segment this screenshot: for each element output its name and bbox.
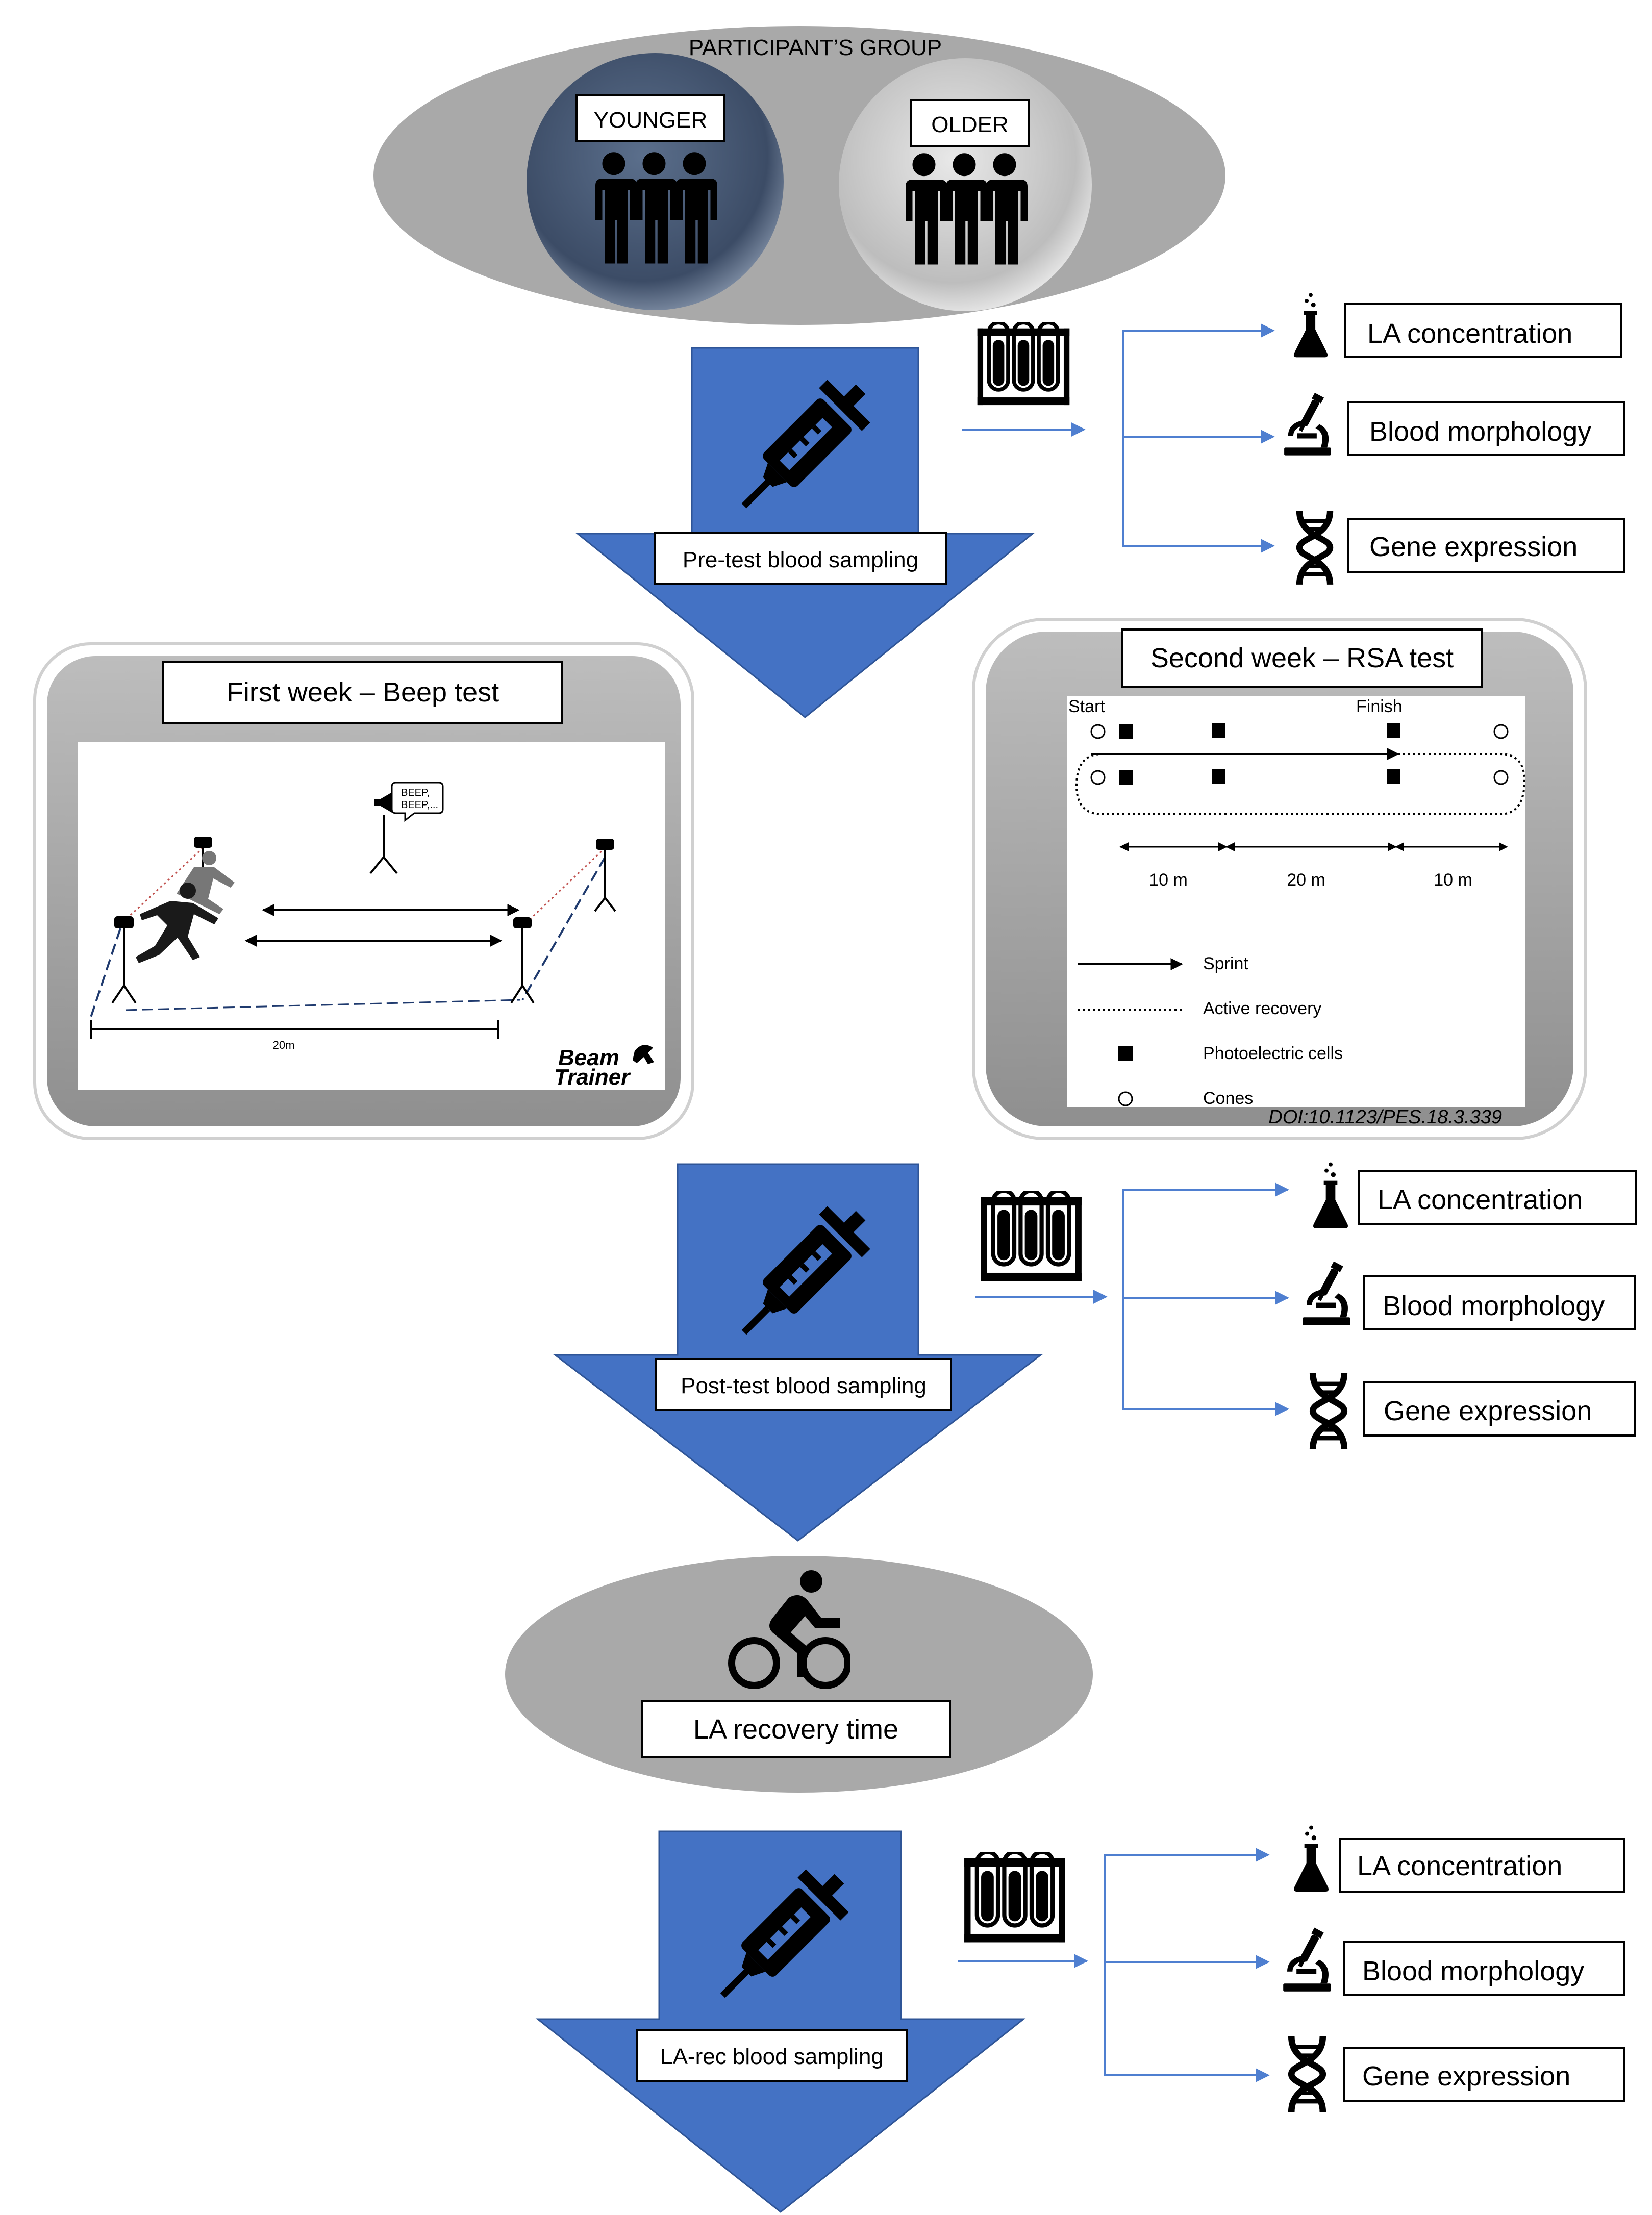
recovery-label-box	[641, 1700, 951, 1758]
la-rec-sampling: LA-rec blood sampling LA concentration B…	[535, 1825, 1625, 2213]
recovery-label: LA recovery time	[693, 1714, 898, 1745]
rsa-distances: 10 m 20 m 10 m	[1119, 842, 1508, 890]
rsa-distance-1: 10 m	[1149, 870, 1188, 890]
beep-speech-1: BEEP,	[401, 787, 430, 798]
outcome-box	[1358, 1170, 1637, 1225]
test-tubes-icon	[981, 1191, 1082, 1281]
la-rec-label-box	[636, 2029, 908, 2082]
beep-speech-2: BEEP,...	[401, 799, 438, 811]
outcome-box	[1347, 401, 1625, 456]
logo-line-2: Trainer	[554, 1065, 631, 1090]
rsa-title: Second week – RSA test	[1150, 643, 1454, 673]
rsa-course	[1075, 723, 1526, 815]
legend-active-recovery: Active recovery	[1203, 999, 1321, 1018]
pre-test-sampling: Pre-test blood sampling LA concentration…	[575, 293, 1625, 718]
older-label: OLDER	[931, 112, 1009, 137]
la-rec-label: LA-rec blood sampling	[660, 2044, 884, 2069]
post-test-label-box	[655, 1358, 952, 1411]
dna-icon	[1299, 511, 1330, 585]
outcome-bracket	[1122, 330, 1265, 547]
younger-label: YOUNGER	[594, 108, 707, 133]
outcome-box	[1343, 2047, 1625, 2102]
field-line	[521, 847, 606, 927]
flask-icon	[1294, 1825, 1329, 1892]
beep-title: First week – Beep test	[227, 677, 499, 708]
rsa-finish: Finish	[1356, 697, 1403, 716]
rsa-distance-3: 10 m	[1434, 870, 1472, 890]
field-line	[125, 999, 521, 1011]
dna-icon	[1291, 2036, 1323, 2112]
legend-photoelectric: Photoelectric cells	[1203, 1044, 1343, 1063]
legend-sprint: Sprint	[1203, 954, 1248, 973]
younger-label-box	[575, 94, 725, 142]
outcome-bracket	[1122, 1189, 1275, 1410]
logo-line-1: Beam	[558, 1045, 619, 1070]
flask-icon	[1313, 1162, 1348, 1228]
post-test-sampling: Post-test blood sampling LA concentratio…	[553, 1162, 1637, 1542]
pre-test-label: Pre-test blood sampling	[683, 547, 918, 572]
outcome-box	[1339, 1838, 1625, 1893]
outcome-la-concentration: LA concentration	[1357, 1851, 1562, 1881]
dna-icon	[1313, 1373, 1344, 1449]
la-rec-arrow	[535, 1830, 1026, 2213]
participants-group: PARTICIPANT’S GROUP YOUNGER OLDER	[373, 26, 1225, 325]
legend-cones: Cones	[1203, 1089, 1253, 1108]
rsa-legend: Sprint Active recovery Photoelectric cel…	[1078, 954, 1343, 1108]
gate-tripod	[111, 837, 616, 1004]
participants-group-label: PARTICIPANT’S GROUP	[689, 35, 942, 60]
rsa-illustration	[1067, 696, 1525, 1107]
outcome-gene-expression: Gene expression	[1384, 1396, 1592, 1426]
rsa-title-box	[1121, 628, 1483, 688]
outcome-la-concentration: LA concentration	[1367, 318, 1572, 349]
field-line	[521, 856, 606, 1001]
test-tubes-icon	[964, 1852, 1065, 1942]
field-line	[119, 847, 204, 925]
microscope-icon	[1284, 392, 1331, 456]
outcome-box	[1363, 1275, 1636, 1330]
outcome-gene-expression: Gene expression	[1369, 532, 1578, 562]
microscope-icon	[1303, 1261, 1350, 1325]
rsa-test-panel: Second week – RSA test Start Finish 10 m…	[972, 618, 1587, 1140]
microscope-icon	[1283, 1927, 1331, 1992]
outcome-box	[1347, 518, 1625, 573]
recovery-stage: LA recovery time	[505, 1556, 1093, 1793]
outcome-gene-expression: Gene expression	[1362, 2061, 1570, 2092]
rsa-doi: DOI:10.1123/PES.18.3.339	[1268, 1106, 1502, 1128]
test-tubes-icon	[978, 322, 1069, 405]
older-label-box	[910, 99, 1030, 147]
outcome-la-concentration: LA concentration	[1378, 1185, 1583, 1215]
outcome-box	[1363, 1381, 1636, 1437]
outcome-box	[1344, 303, 1622, 358]
beep-distance: 20m	[273, 1039, 295, 1051]
rsa-distance-2: 20 m	[1287, 870, 1325, 890]
participants-ellipse	[373, 26, 1225, 325]
post-test-arrow	[553, 1163, 1043, 1542]
outcome-box	[1343, 1941, 1625, 1996]
beep-test-panel: First week – Beep test 20m	[33, 642, 694, 1140]
outcome-bracket	[1104, 1854, 1255, 2076]
runner-silhouette	[136, 851, 235, 963]
megaphone-icon: BEEP, BEEP,...	[369, 782, 444, 874]
post-test-label: Post-test blood sampling	[681, 1373, 927, 1398]
outcome-blood-morphology: Blood morphology	[1362, 1956, 1584, 1986]
rsa-start: Start	[1068, 697, 1105, 716]
beam-trainer-logo: Beam Trainer	[554, 1045, 654, 1090]
beep-title-box	[162, 661, 563, 724]
pre-test-label-box	[654, 532, 947, 585]
outcome-blood-morphology: Blood morphology	[1383, 1291, 1605, 1321]
outcome-blood-morphology: Blood morphology	[1369, 416, 1591, 447]
flask-icon	[1293, 293, 1328, 358]
